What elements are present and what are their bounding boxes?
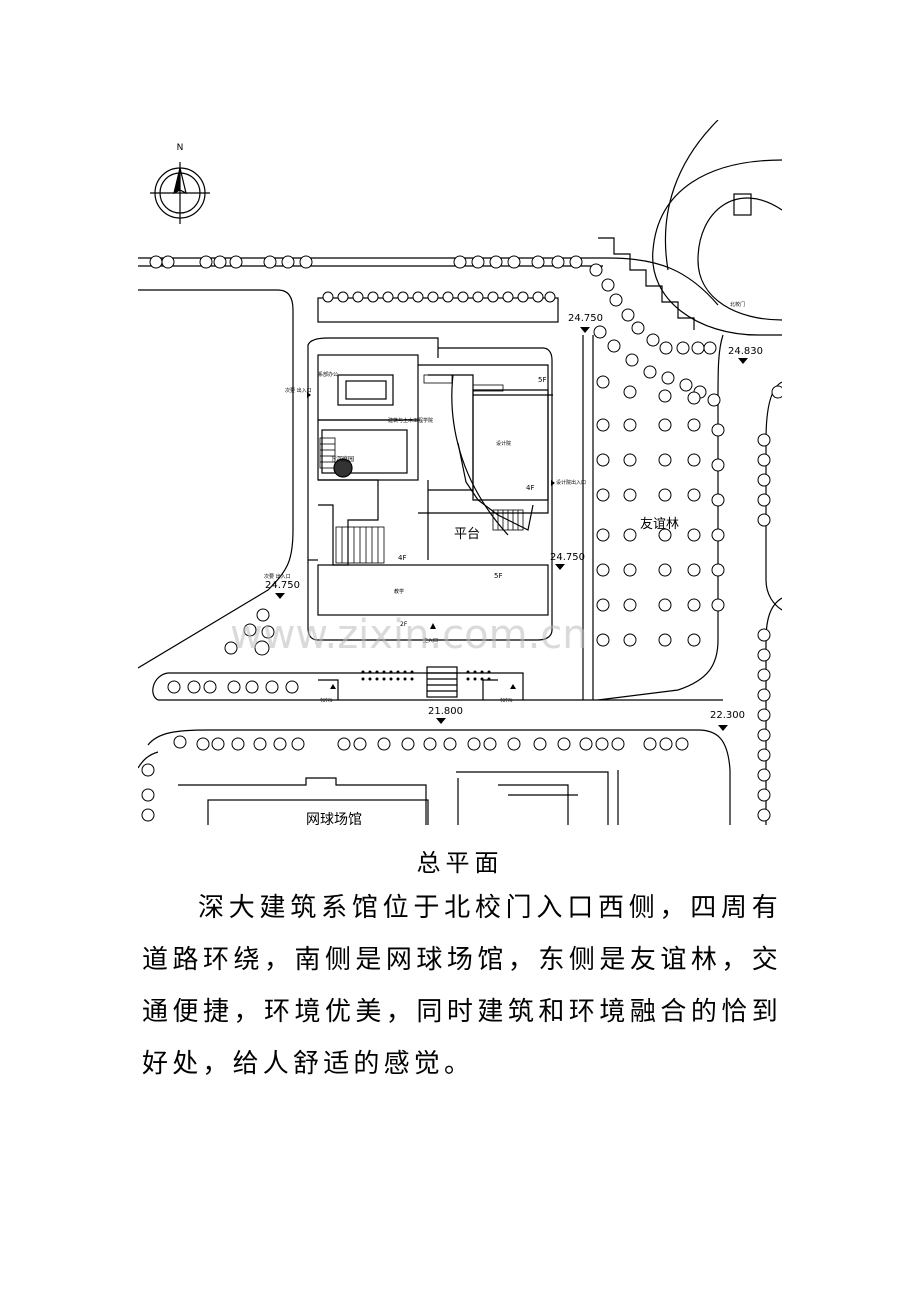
- site-plan-drawing: N 24.750 24.830 24.750 24.750 21.800 22.…: [138, 120, 782, 825]
- platform-label: 平台: [454, 527, 480, 542]
- sunken-court-label: 下沉庭园: [330, 455, 354, 463]
- main-entrance-label: 主入口: [423, 637, 438, 644]
- ramp-label: ｳﾛｳﾏﾙ: [500, 698, 513, 704]
- west-entrance-label: 次要 出入口: [285, 387, 312, 394]
- north-arrow-icon: [150, 162, 210, 224]
- floor-label: 5F: [538, 376, 546, 384]
- elevation-label: 22.300: [710, 710, 745, 721]
- description-paragraph: 深大建筑系馆位于北校门入口西侧，四周有道路环绕，南侧是网球场馆，东侧是友谊林，交…: [142, 893, 782, 1079]
- floor-label: 4F: [526, 484, 534, 492]
- floor-label: 5F: [494, 572, 502, 580]
- elevation-label: 24.750: [265, 580, 300, 591]
- north-label: N: [177, 143, 184, 153]
- institute-label: 建筑与土木工程学院: [388, 417, 433, 424]
- elevation-label: 24.750: [568, 313, 603, 324]
- office-label: 系部办公: [318, 371, 338, 378]
- watermark-text: www.zixin.com.cn: [230, 612, 588, 658]
- tennis-hall-label: 网球场馆: [306, 812, 362, 825]
- elevation-label: 21.800: [428, 706, 463, 717]
- design-entrance-label: 设计院出入口: [556, 479, 586, 486]
- friendship-forest-label: 友谊林: [640, 516, 679, 532]
- floor-label: 2F: [400, 621, 408, 628]
- design-institute-label: 设计院: [496, 440, 511, 447]
- north-gate-label: 北校门: [730, 301, 745, 308]
- floor-label: 4F: [398, 554, 406, 562]
- figure-caption: 总平面: [416, 849, 504, 877]
- ramp-label: ｳﾛｳﾏﾙ: [320, 698, 333, 704]
- teaching-label: 教学: [394, 588, 404, 595]
- tree-markers: [141, 255, 782, 822]
- sw-entrance-label: 次要 出入口: [264, 573, 291, 580]
- elevation-label: 24.750: [550, 552, 585, 563]
- elevation-label: 24.830: [728, 346, 763, 357]
